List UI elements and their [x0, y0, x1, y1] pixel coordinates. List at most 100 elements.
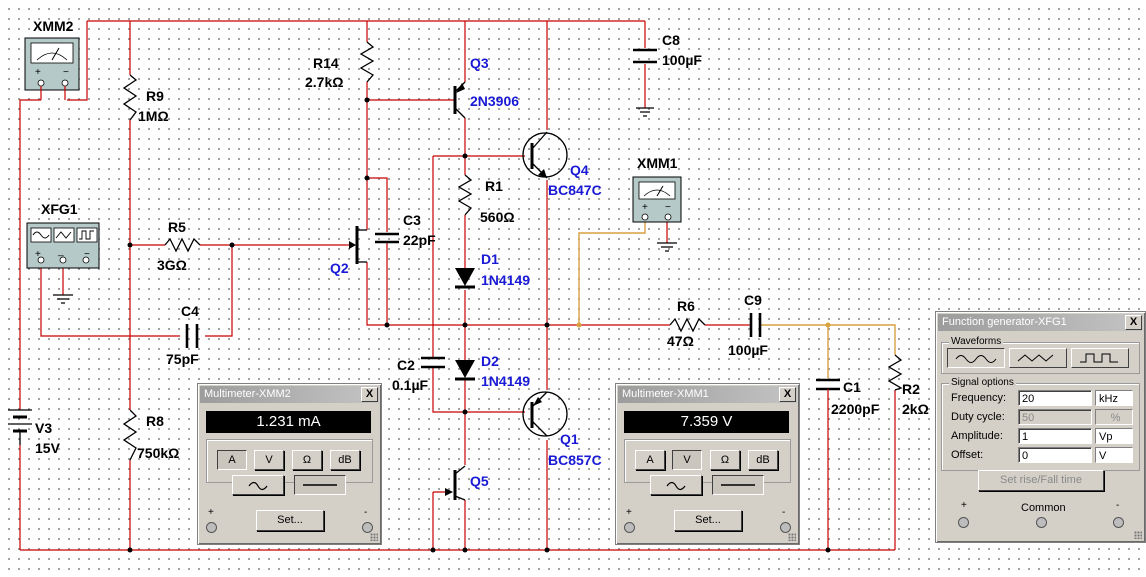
set-button[interactable]: Set... [256, 510, 324, 531]
mode-button-volt[interactable]: V [254, 450, 284, 470]
label-r2-value: 2kΩ [902, 401, 929, 417]
waveform-sine-button[interactable] [947, 348, 1005, 368]
capacitor-c9-symbol[interactable] [745, 313, 762, 337]
negative-terminal[interactable] [362, 522, 373, 533]
diode-d1-symbol[interactable] [455, 268, 475, 289]
transistor-q1-symbol[interactable] [522, 391, 568, 437]
common-terminal[interactable] [1036, 517, 1047, 528]
triangle-wave-icon [1017, 354, 1054, 362]
negative-terminal-label: - [364, 507, 368, 518]
resize-grip-icon[interactable] [788, 533, 796, 541]
positive-terminal-label: + [626, 507, 632, 518]
label-c8-value: 100µF [662, 52, 702, 68]
function-generator-panel[interactable]: Function generator-XFG1 X Waveforms Sign… [935, 311, 1146, 543]
offset-unit-select[interactable]: V [1095, 447, 1133, 463]
resistor-r2-symbol[interactable] [887, 354, 903, 391]
waveform-square-button[interactable] [1071, 348, 1129, 368]
resistor-r14-symbol[interactable] [359, 41, 375, 83]
svg-text:_: _ [57, 246, 64, 257]
transistor-q3-symbol[interactable] [453, 81, 466, 119]
amplitude-input[interactable]: 1 [1018, 428, 1092, 444]
wires [19, 20, 896, 551]
label-q4-ref: Q4 [570, 162, 589, 178]
label-r8-ref: R8 [146, 413, 164, 429]
panel-title: Multimeter-XMM1 [618, 386, 797, 403]
positive-terminal[interactable] [624, 522, 635, 533]
frequency-input[interactable]: 20 [1018, 390, 1092, 406]
ac-button[interactable] [650, 475, 702, 495]
offset-input[interactable]: 0 [1018, 447, 1092, 463]
frequency-unit-select[interactable]: kHz [1095, 390, 1133, 406]
resistor-r9-symbol[interactable] [122, 74, 138, 121]
svg-text:+: + [35, 67, 41, 78]
label-q4-model: BC847C [548, 182, 602, 198]
capacitor-c1-symbol[interactable] [816, 378, 840, 400]
capacitor-c3-symbol[interactable] [375, 232, 399, 244]
mode-button-db[interactable]: dB [748, 450, 778, 470]
resize-grip-icon[interactable] [370, 533, 378, 541]
resistor-r1-symbol[interactable] [457, 174, 473, 216]
frequency-label: Frequency: [951, 392, 1007, 404]
set-button[interactable]: Set... [674, 510, 742, 531]
waveform-triangle-button[interactable] [1009, 348, 1067, 368]
label-xmm2: XMM2 [33, 18, 74, 34]
output-wires [578, 222, 896, 378]
resize-grip-icon[interactable] [1134, 531, 1142, 539]
duty-cycle-unit: % [1095, 409, 1133, 425]
mode-button-db[interactable]: dB [330, 450, 360, 470]
mode-button-ampere[interactable]: A [217, 450, 247, 470]
negative-terminal[interactable] [780, 522, 791, 533]
offset-label: Offset: [951, 449, 984, 461]
negative-terminal-label: - [782, 507, 786, 518]
label-r6-value: 47Ω [667, 333, 694, 349]
label-q1-model: BC857C [548, 452, 602, 468]
meter-reading-display: 7.359 V [624, 411, 789, 433]
close-button[interactable]: X [361, 387, 378, 402]
negative-terminal[interactable] [1113, 517, 1124, 528]
multimeter-xmm1-icon[interactable]: + − [632, 176, 682, 223]
square-wave-icon [1080, 353, 1118, 363]
waveforms-group [941, 342, 1140, 374]
dc-line-icon [303, 484, 337, 486]
resistor-r5-symbol[interactable] [164, 237, 201, 253]
amplitude-unit-select[interactable]: Vp [1095, 428, 1133, 444]
close-button[interactable]: X [779, 387, 796, 402]
capacitor-c4-symbol[interactable] [185, 324, 199, 348]
mode-button-ohm[interactable]: Ω [292, 450, 322, 470]
label-c4-ref: C4 [181, 303, 199, 319]
multimeter-xmm1-panel[interactable]: Multimeter-XMM1 X 7.359 V A V Ω dB Set..… [615, 383, 800, 545]
dc-button[interactable] [712, 475, 764, 495]
multimeter-xmm2-panel[interactable]: Multimeter-XMM2 X 1.231 mA A V Ω dB Set.… [197, 383, 382, 545]
diode-d2-symbol[interactable] [455, 360, 475, 381]
amplitude-label: Amplitude: [951, 430, 1003, 442]
junctions [127, 97, 831, 553]
mode-button-volt[interactable]: V [672, 450, 702, 470]
positive-terminal[interactable] [206, 522, 217, 533]
set-rise-fall-time-button[interactable]: Set rise/Fall time [978, 470, 1104, 491]
transistor-q4-symbol[interactable] [522, 131, 568, 179]
label-r14-ref: R14 [313, 55, 339, 71]
capacitor-c2-symbol[interactable] [421, 356, 445, 369]
multimeter-xmm2-icon[interactable]: + − [24, 37, 80, 100]
close-button[interactable]: X [1125, 315, 1142, 330]
label-c1-ref: C1 [843, 379, 861, 395]
label-r1-value: 560Ω [480, 209, 515, 225]
dc-button[interactable] [294, 475, 346, 495]
resistor-r8-symbol[interactable] [122, 409, 138, 461]
positive-terminal[interactable] [958, 517, 969, 528]
label-xfg1: XFG1 [41, 201, 78, 217]
mode-button-ampere[interactable]: A [635, 450, 665, 470]
capacitor-c8-symbol[interactable] [633, 48, 657, 64]
duty-cycle-input[interactable]: 50 [1018, 409, 1092, 425]
label-c3-value: 22pF [403, 232, 436, 248]
mode-button-ohm[interactable]: Ω [710, 450, 740, 470]
ac-button[interactable] [232, 475, 284, 495]
battery-v3-symbol[interactable] [8, 409, 32, 445]
label-r2-ref: R2 [902, 381, 920, 397]
transistor-q2-symbol[interactable] [345, 226, 367, 264]
resistor-r6-symbol[interactable] [669, 317, 706, 333]
label-c3-ref: C3 [403, 212, 421, 228]
transistor-q5-symbol[interactable] [433, 465, 466, 501]
function-generator-xfg1-icon[interactable]: + _ − [26, 222, 100, 269]
